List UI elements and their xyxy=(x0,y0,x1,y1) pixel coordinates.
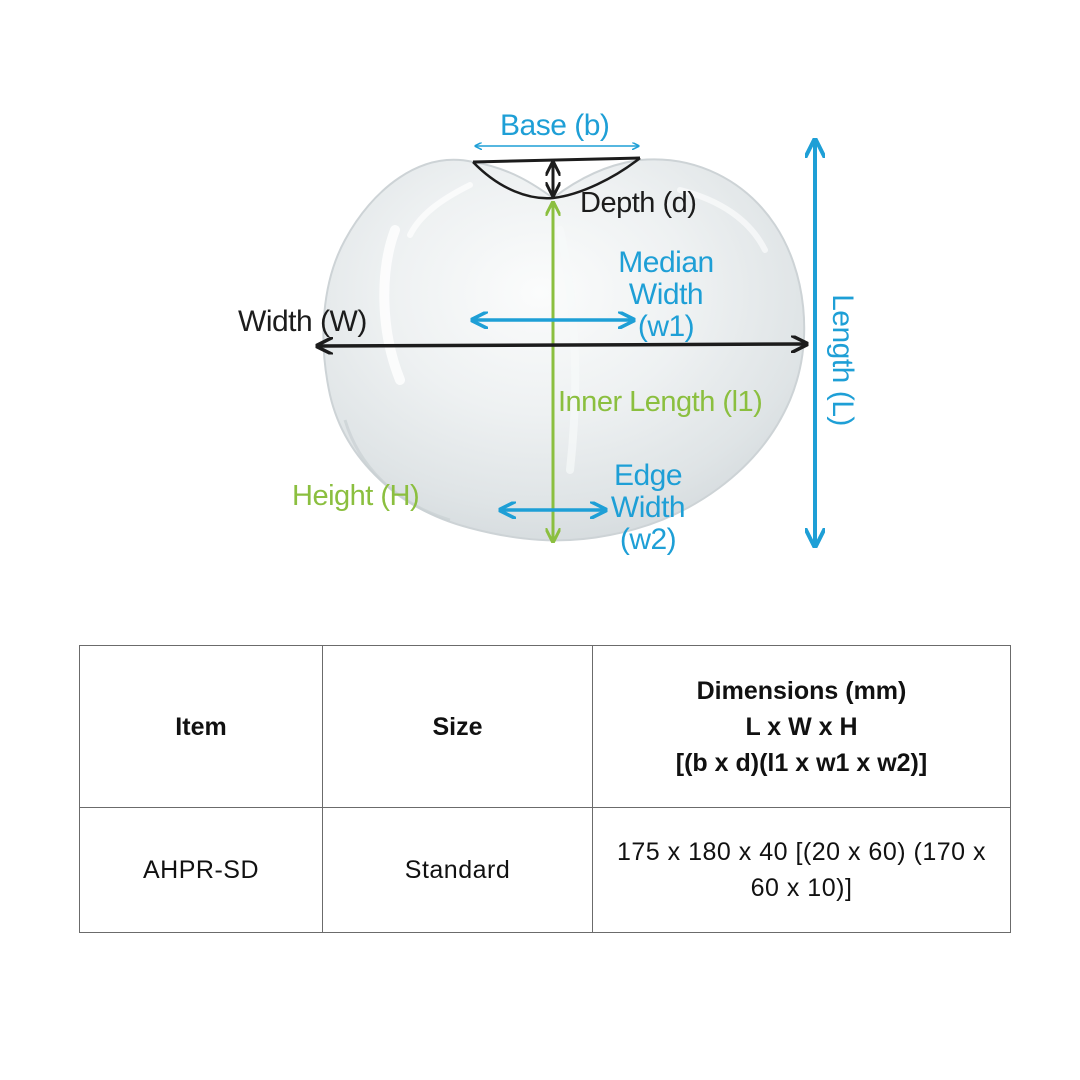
header-item: Item xyxy=(79,645,323,808)
depth-curve xyxy=(472,157,641,200)
header-dimensions: Dimensions (mm) L x W x H [(b x d)(l1 x … xyxy=(592,645,1011,808)
table-row: AHPR-SD Standard 175 x 180 x 40 [(20 x 6… xyxy=(79,807,1011,933)
width-label: Width (W) xyxy=(238,305,367,338)
median-width-label: Median Width (w1) xyxy=(618,246,714,343)
length-label: Length (L) xyxy=(826,294,859,426)
table-header-row: Item Size Dimensions (mm) L x W x H [(b … xyxy=(79,645,1011,808)
base-line xyxy=(472,156,641,164)
specification-table: Item Size Dimensions (mm) L x W x H [(b … xyxy=(79,645,1011,933)
depth-label: Depth (d) xyxy=(580,187,697,219)
cell-item: AHPR-SD xyxy=(79,807,323,933)
width-arrow xyxy=(319,344,805,346)
cell-size: Standard xyxy=(322,807,593,933)
pad-illustration xyxy=(0,0,1080,620)
edge-width-label: Edge Width (w2) xyxy=(610,459,686,556)
inner-length-label: Inner Length (l1) xyxy=(558,386,763,418)
base-label: Base (b) xyxy=(500,109,610,142)
product-diagram: Base (b) Depth (d) Median Width (w1) Wid… xyxy=(0,0,1080,620)
header-size: Size xyxy=(322,645,593,808)
height-label: Height (H) xyxy=(292,480,420,512)
cell-dimensions: 175 x 180 x 40 [(20 x 60) (170 x 60 x 10… xyxy=(592,807,1011,933)
